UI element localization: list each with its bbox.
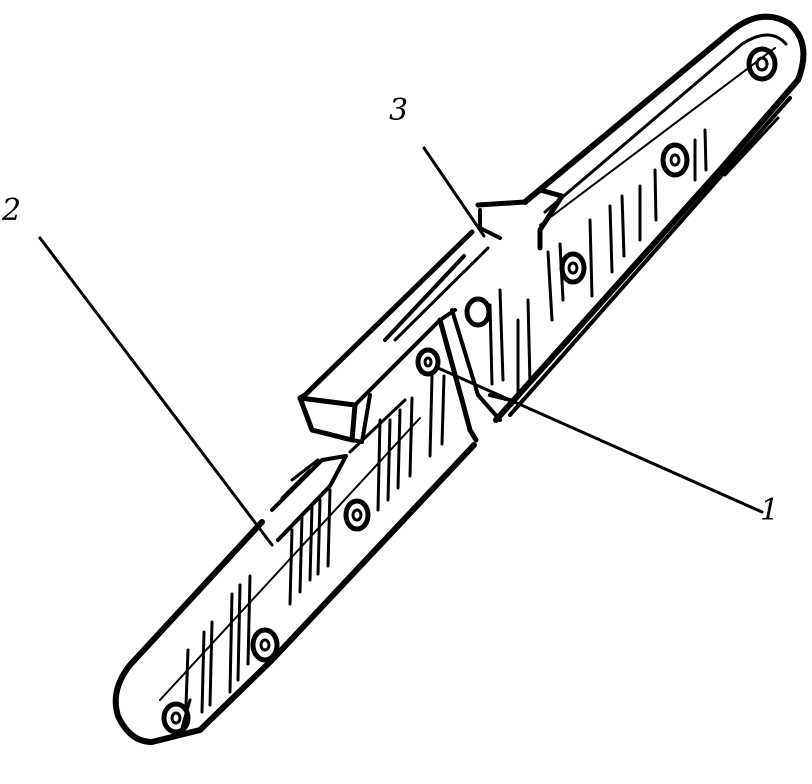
screw-hole-icon [250, 627, 280, 663]
lower-leaf [112, 347, 477, 745]
callout-label-3: 3 [389, 93, 409, 128]
leader-line-3 [422, 146, 486, 238]
leader-line-1 [436, 366, 764, 514]
screw-hole-icon [660, 142, 690, 178]
screw-hole-icon [415, 347, 441, 377]
screw-hole-icon [559, 251, 587, 285]
screw-hole-icon [161, 701, 191, 735]
leader-line-2 [38, 236, 274, 547]
callout-label-1: 1 [760, 493, 780, 528]
screw-hole-icon [746, 46, 778, 82]
upper-leaf [464, 13, 807, 423]
screw-hole-icon [343, 498, 371, 532]
callout-label-2: 2 [2, 193, 22, 228]
screw-hole-icon [464, 296, 492, 328]
